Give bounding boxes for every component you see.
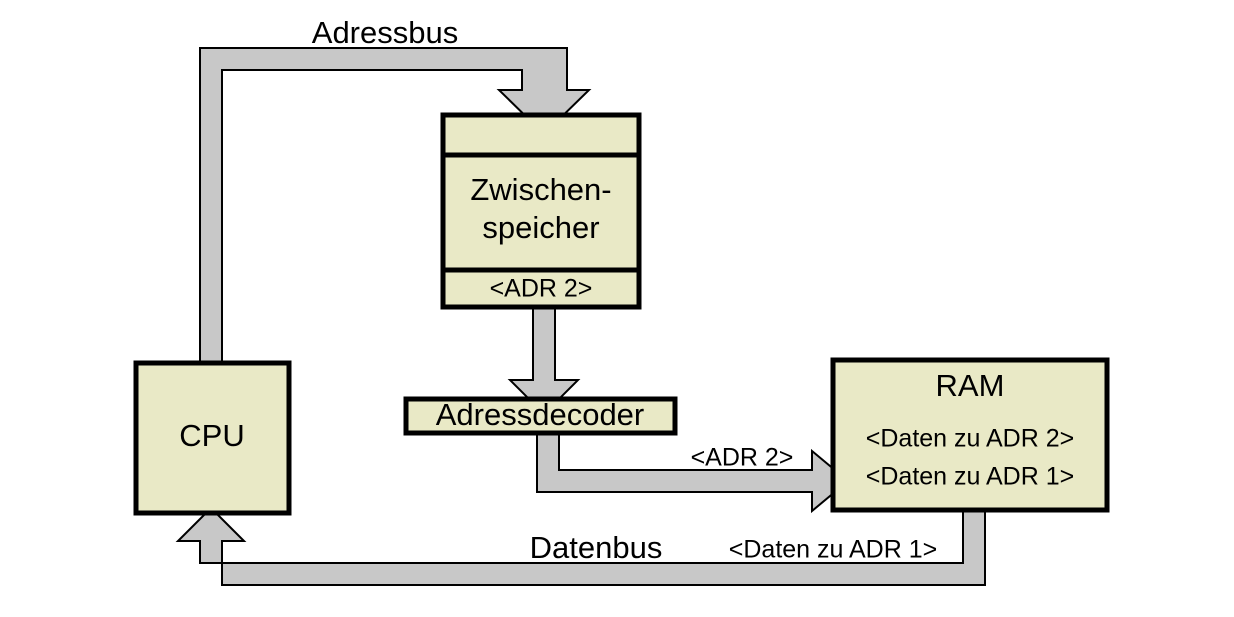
adressdecoder-label: Adressdecoder [436, 397, 645, 432]
decoder-to-ram-label: <ADR 2> [691, 444, 794, 472]
adressbus-path [199, 47, 592, 421]
ram-row-1: <Daten zu ADR 2> [866, 425, 1074, 453]
datenbus-label: Datenbus [530, 530, 663, 565]
node-ram[interactable]: RAM <Daten zu ADR 2> <Daten zu ADR 1> [830, 357, 1110, 513]
cpu-label: CPU [179, 418, 244, 453]
datenbus-path [175, 499, 986, 586]
node-cpu[interactable]: CPU [133, 360, 292, 516]
datenbus-payload-label: <Daten zu ADR 1> [729, 536, 937, 564]
zwischenspeicher-label-line2: speicher [482, 210, 599, 245]
node-zwischenspeicher[interactable]: Zwischen- speicher <ADR 2> [440, 112, 642, 310]
zwischenspeicher-adr-label: <ADR 2> [490, 275, 593, 303]
ram-title: RAM [936, 368, 1005, 403]
ram-row-2: <Daten zu ADR 1> [866, 463, 1074, 491]
decoder-to-ram-bus [536, 429, 850, 514]
node-adressdecoder[interactable]: Adressdecoder [403, 396, 678, 436]
adressbus-label: Adressbus [312, 15, 458, 50]
zwischenspeicher-label-line1: Zwischen- [470, 172, 611, 207]
